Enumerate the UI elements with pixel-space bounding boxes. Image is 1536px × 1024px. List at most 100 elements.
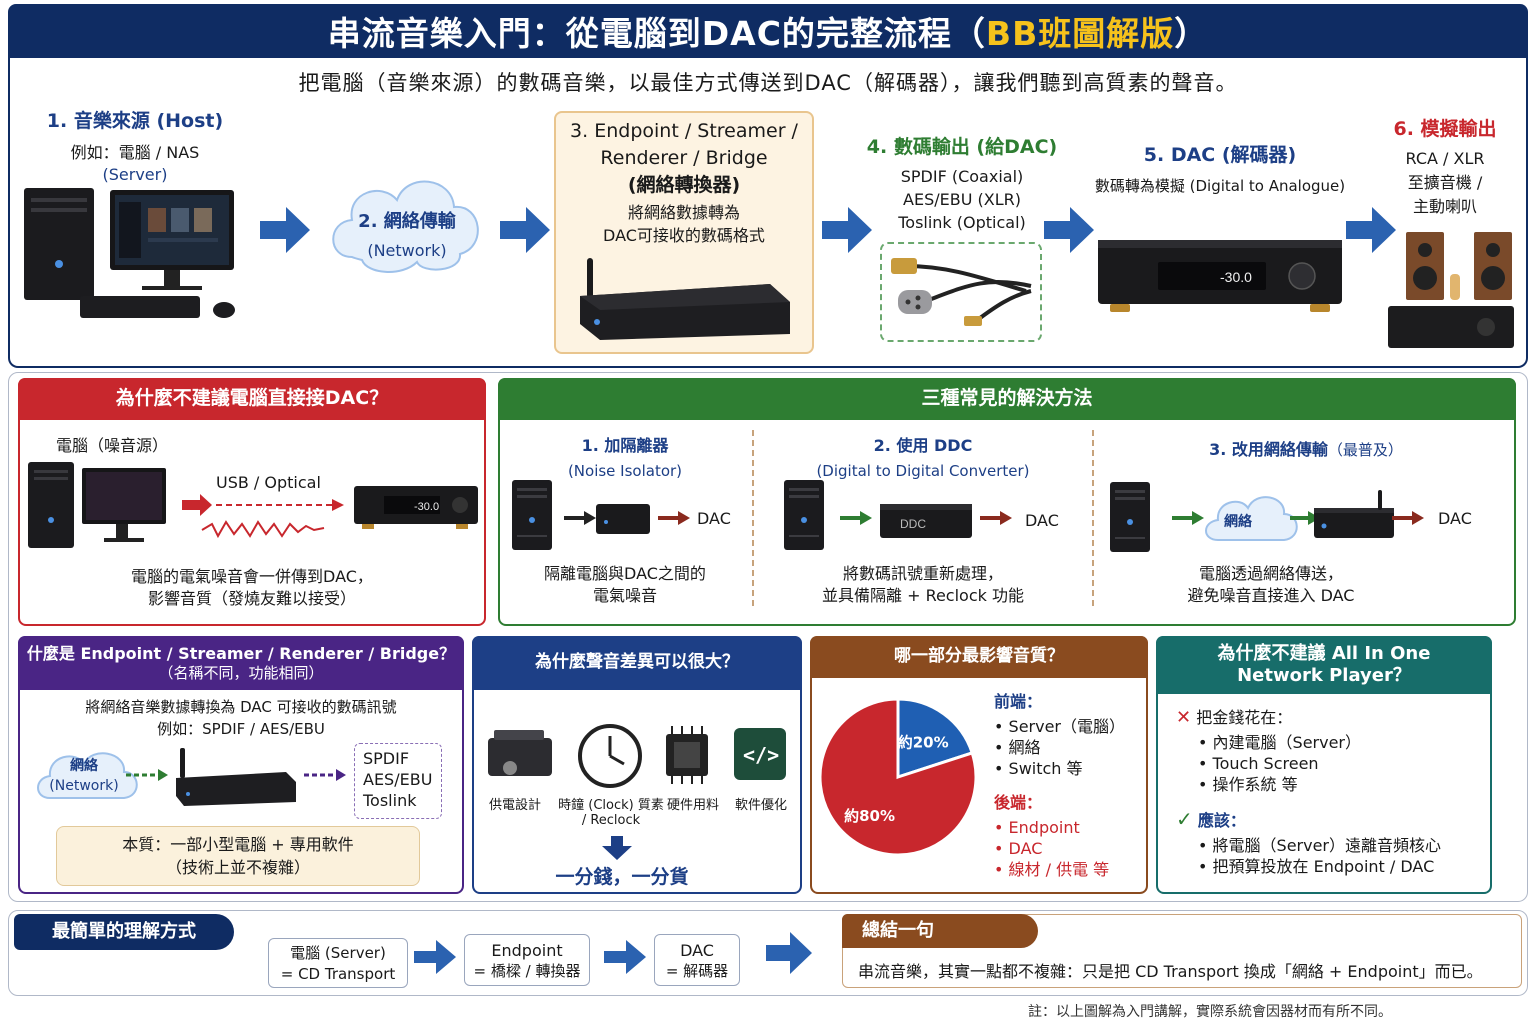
why-not-header: 為什麼不建議電腦直接接DAC？ xyxy=(18,378,486,420)
title-highlight: BB班圖解版 xyxy=(985,14,1175,53)
output-spdif: SPDIF xyxy=(363,749,410,768)
summary-header: 總結一句 xyxy=(842,914,1038,948)
summary-text: 串流音樂，其實一點都不複雜：只是把 CD Transport 換成「網絡 + E… xyxy=(858,962,1483,981)
why-not-desc: 電腦的電氣噪音會一併傳到DAC， 影響音質（發燒友難以接受） xyxy=(18,566,486,610)
back-item: • DAC xyxy=(994,839,1043,858)
good-label: 應該： xyxy=(1197,811,1246,830)
front-label: 前端： xyxy=(994,692,1043,711)
step-digital-out-title: 4. 數碼輸出 (給DAC) xyxy=(866,136,1058,158)
bottom-frame xyxy=(8,910,1528,996)
dac-display-value: -30.0 xyxy=(1220,269,1252,285)
step-analogue-line2: 至擴音機 / xyxy=(1407,173,1483,192)
front-item: • Switch 等 xyxy=(994,759,1083,778)
solution-isolator-title: 1. 加隔離器 xyxy=(581,436,669,455)
step-digital-out-line3: Toslink (Optical) xyxy=(898,213,1026,232)
why-diff-icons: </> xyxy=(488,724,786,788)
back-list: • Endpoint • DAC • 線材 / 供電 等 xyxy=(994,817,1144,880)
solution-network-dac: DAC xyxy=(1438,509,1472,528)
title-main: 串流音樂入門：從電腦到DAC的完整流程（ xyxy=(327,14,986,53)
simple-arrow-1 xyxy=(414,940,456,974)
solution-isolator-desc1: 隔離電腦與DAC之間的 xyxy=(544,564,706,583)
solution-isolator-desc: 隔離電腦與DAC之間的 電氣噪音 xyxy=(500,563,750,607)
step-host-line1: 例如：電腦 / NAS xyxy=(70,143,200,162)
code-glyph: </> xyxy=(743,743,779,767)
step-analogue-line1: RCA / XLR xyxy=(1405,149,1485,168)
power-supply-icon xyxy=(488,730,552,776)
back-item: • Endpoint xyxy=(994,818,1080,837)
simple-box-endpoint: Endpoint = 橋樑 / 轉換器 xyxy=(464,934,590,986)
solution-isolator-dac: DAC xyxy=(697,509,731,528)
which-part-legend: 前端： • Server（電腦） • 網絡 • Switch 等 後端： • E… xyxy=(994,688,1144,880)
essence-line1: 本質：一部小型電腦 + 專用軟件 xyxy=(122,835,354,854)
down-arrow-icon xyxy=(602,836,632,860)
solution-isolator-desc2: 電氣噪音 xyxy=(592,586,657,605)
front-item: • 網絡 xyxy=(994,738,1041,757)
solution-ddc-sub: (Digital to Digital Converter) xyxy=(816,462,1030,480)
solution-ddc-desc1: 將數碼訊號重新處理， xyxy=(842,564,1003,583)
bad-list: • 內建電腦（Server） • Touch Screen • 操作系統 等 xyxy=(1198,732,1486,795)
what-endpoint-essence: 本質：一部小型電腦 + 專用軟件 （技術上並不複雜） xyxy=(56,826,420,886)
network-chain-icon: 網絡 xyxy=(1110,482,1424,552)
bad-label: 把金錢花在： xyxy=(1196,708,1293,727)
bad-item: • 內建電腦（Server） xyxy=(1198,733,1362,752)
page-title: 串流音樂入門：從電腦到DAC的完整流程（BB班圖解版） xyxy=(8,4,1528,58)
dac-small-display: -30.0 xyxy=(414,501,439,513)
title-end: ） xyxy=(1174,14,1209,53)
step-dac-line1: 數碼轉為模擬 (Digital to Analogue) xyxy=(1094,177,1346,195)
solutions-divider-2 xyxy=(1092,430,1094,606)
simple-header: 最簡單的理解方式 xyxy=(14,914,234,950)
solution-ddc-desc: 將數碼訊號重新處理， 並具備隔離 + Reclock 功能 xyxy=(756,563,1090,607)
what-endpoint-desc: 將網絡音樂數據轉換為 DAC 可接收的數碼訊號 例如：SPDIF / AES/E… xyxy=(18,696,464,740)
why-not-desc2: 影響音質（發燒友難以接受） xyxy=(147,589,356,608)
pie-label-0: 約20% xyxy=(898,733,949,751)
quality-pie-chart: 約20% 約80% xyxy=(818,697,978,857)
solution-ddc-title: 2. 使用 DDC xyxy=(873,436,973,455)
step-endpoint-title2: Renderer / Bridge xyxy=(600,147,768,169)
pie-label-1: 約80% xyxy=(844,807,895,825)
why-diff-item-power: 供電設計 xyxy=(488,798,541,813)
endpoint-flow-icon xyxy=(37,748,346,806)
bad-item: • 操作系統 等 xyxy=(1198,775,1298,794)
step-digital-out-line2: AES/EBU (XLR) xyxy=(903,190,1021,209)
what-endpoint-outputs: SPDIF AES/EBU Toslink xyxy=(354,743,442,819)
network-cloud-icon xyxy=(332,180,479,273)
solution-network-desc: 電腦透過網絡傳送， 避免噪音直接進入 DAC xyxy=(1096,563,1446,607)
speakers-amplifier-icon xyxy=(1388,232,1514,348)
solution-isolator: 1. 加隔離器 (Noise Isolator) xyxy=(500,432,750,480)
streamer-device-icon xyxy=(580,258,790,340)
why-diff-conclusion: 一分錢，一分貨 xyxy=(555,866,689,888)
good-item: • 將電腦（Server）遠離音頻核心 xyxy=(1198,836,1442,855)
footnote: 註：以上圖解為入門講解，實際系統會因器材而有所不同。 xyxy=(1028,1004,1392,1020)
good-label-row: ✓ 應該： xyxy=(1176,807,1486,831)
good-item: • 把預算投放在 Endpoint / DAC xyxy=(1198,857,1435,876)
step-dac-title: 5. DAC (解碼器) xyxy=(1143,144,1297,166)
step-endpoint-line1: 將網絡數據轉為 xyxy=(627,203,740,222)
solution-network-cloud: 網絡 xyxy=(1224,513,1253,530)
output-aesebu: AES/EBU xyxy=(363,770,433,789)
solution-ddc: 2. 使用 DDC (Digital to Digital Converter) xyxy=(756,432,1090,480)
step-dac: 5. DAC (解碼器) 數碼轉為模擬 (Digital to Analogue… xyxy=(1090,140,1350,196)
why-diff-item-hardware: 硬件用料 xyxy=(666,798,719,813)
step-network-title: 2. 網絡傳輸 xyxy=(358,211,456,232)
signal-chain-panel xyxy=(8,58,1528,368)
good-list: • 將電腦（Server）遠離音頻核心 • 把預算投放在 Endpoint / … xyxy=(1198,835,1486,877)
what-endpoint-cloud1: 網絡 xyxy=(70,758,98,774)
check-icon: ✓ xyxy=(1176,807,1193,831)
what-endpoint-cloud2: (Network) xyxy=(49,778,119,794)
flow-arrow-4 xyxy=(1044,207,1094,253)
cables-box xyxy=(880,242,1042,342)
digital-cables-icon xyxy=(891,258,1032,326)
ddc-box-label: DDC xyxy=(900,517,926,531)
why-not-pc-label: 電腦（噪音源） xyxy=(56,436,169,455)
why-diff-reclock: / Reclock xyxy=(581,813,641,828)
simple-arrow-2 xyxy=(604,940,646,974)
front-list: • Server（電腦） • 網絡 • Switch 等 xyxy=(994,716,1144,779)
solution-network-desc2: 避免噪音直接進入 DAC xyxy=(1187,586,1355,605)
what-endpoint-desc2: 例如：SPDIF / AES/EBU xyxy=(157,720,325,738)
chip-icon xyxy=(666,726,708,784)
what-endpoint-desc1: 將網絡音樂數據轉換為 DAC 可接收的數碼訊號 xyxy=(85,698,397,716)
solution-ddc-dac: DAC xyxy=(1025,511,1059,530)
why-diff-item-software: 軟件優化 xyxy=(734,798,787,813)
output-toslink: Toslink xyxy=(363,791,417,810)
which-part-header: 哪一部分最影響音質？ xyxy=(810,636,1148,678)
